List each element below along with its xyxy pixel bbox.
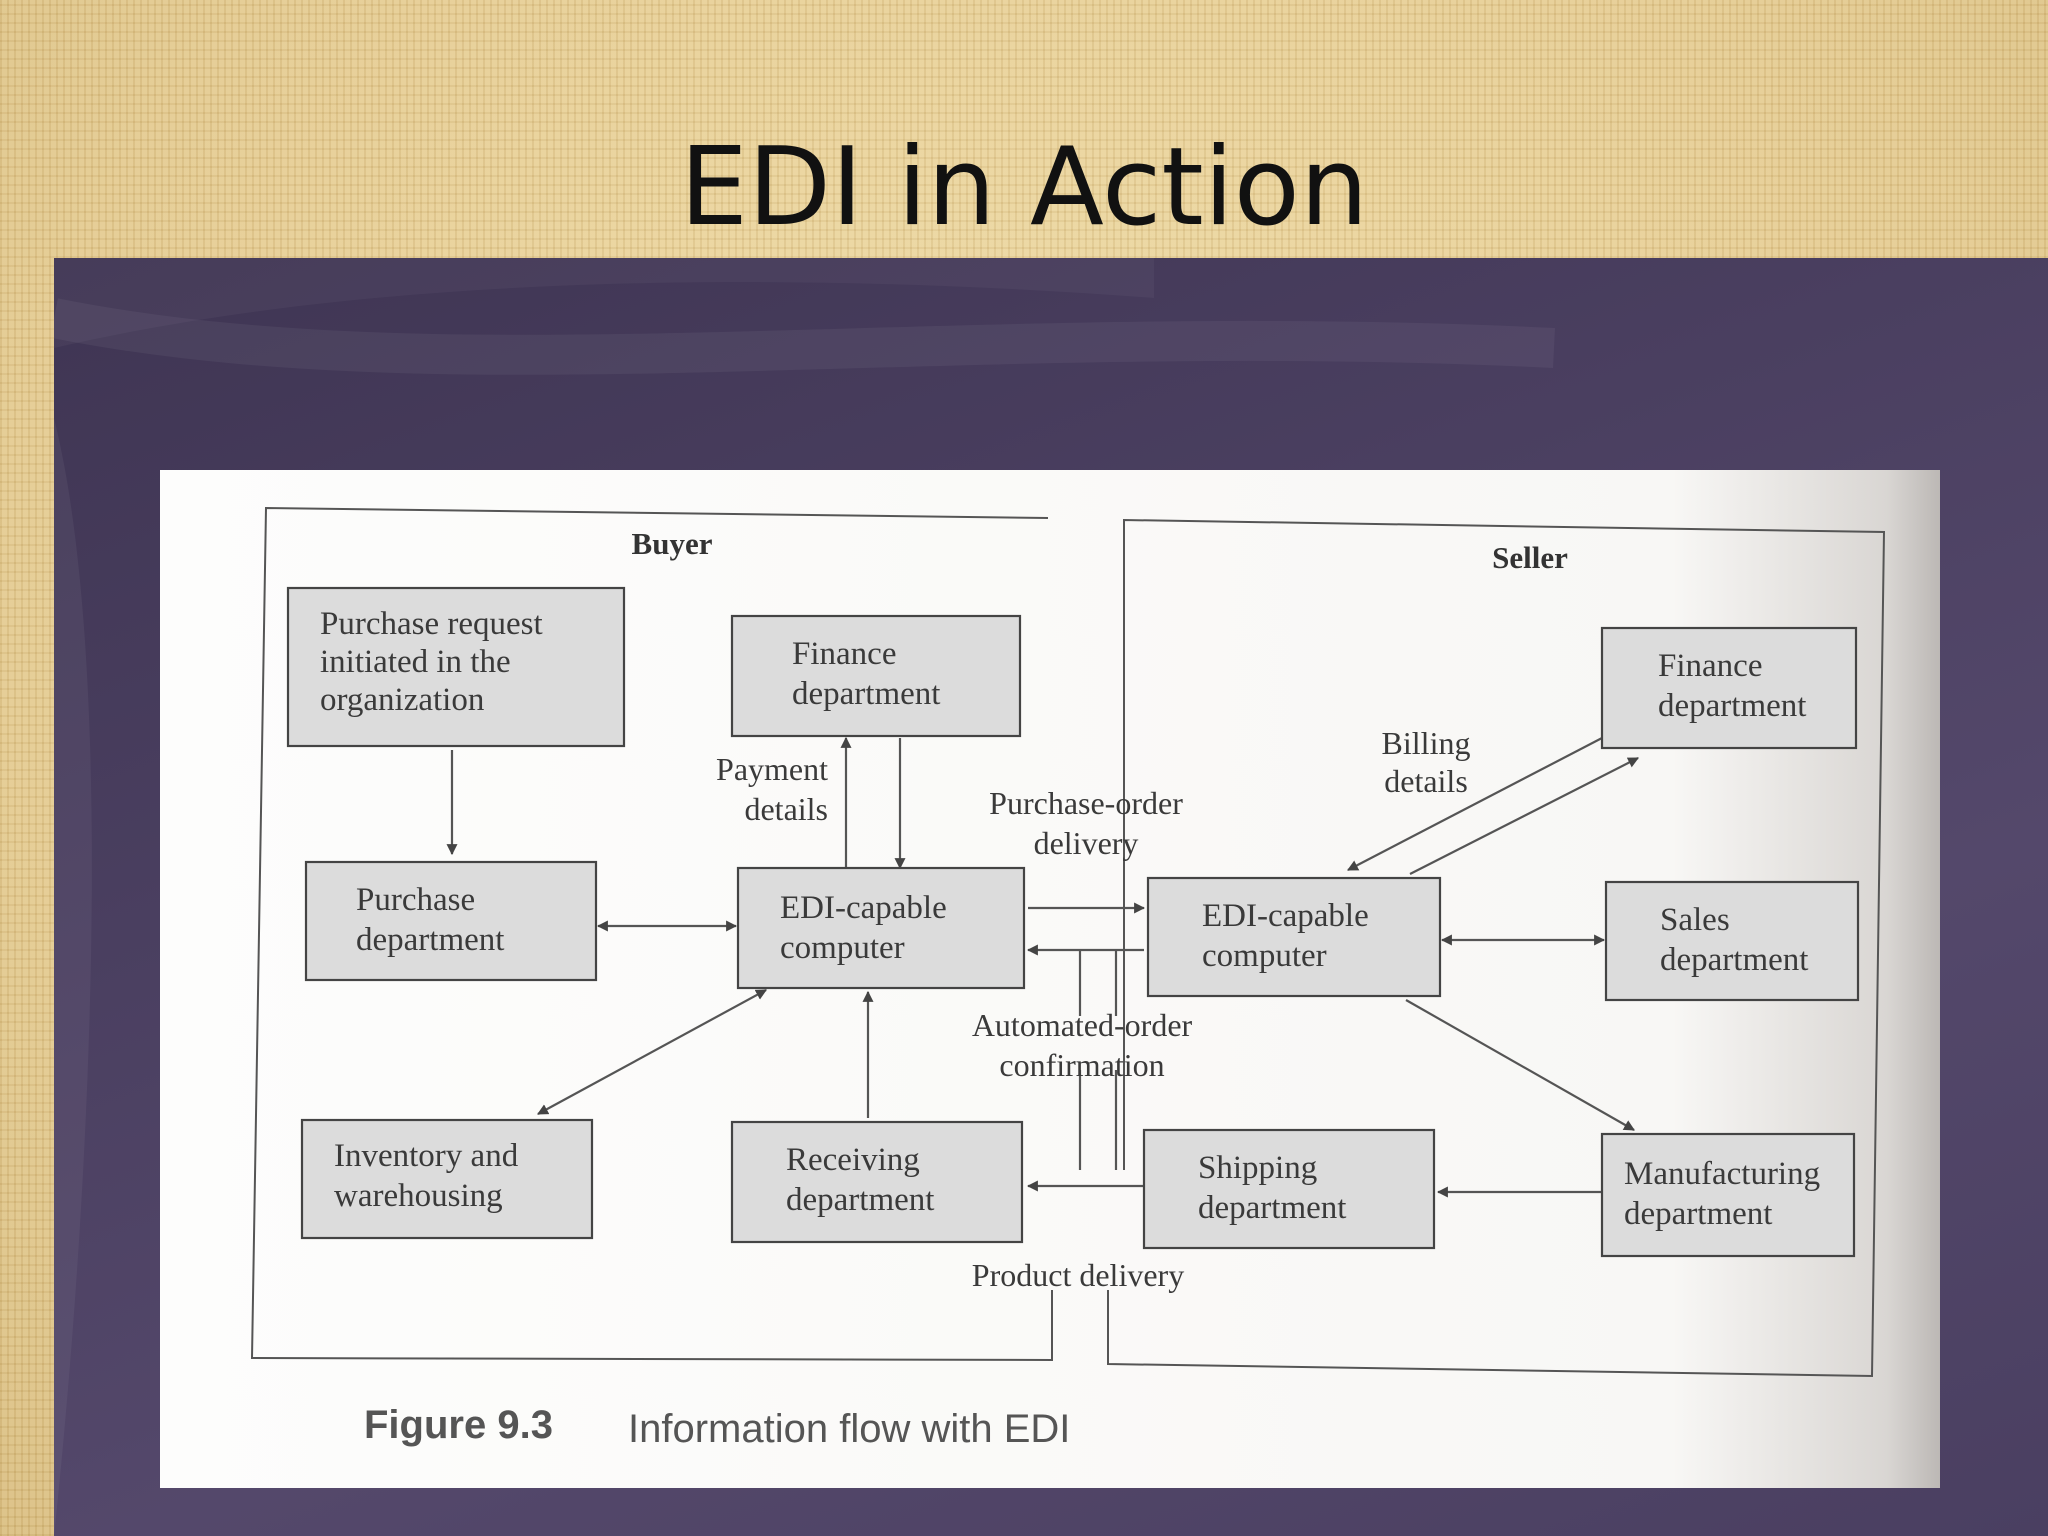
box-manufacturing-department: Manufacturing department (1600, 1132, 1856, 1258)
box-shipping-department: Shipping department (1142, 1128, 1436, 1250)
figure-photo: Buyer Seller Purchase request (160, 470, 1940, 1488)
box-seller-edi-computer: EDI-capable computer (1146, 876, 1442, 998)
edi-flow-diagram: Buyer Seller Purchase request (250, 506, 1886, 1451)
billing-details-arrow (1347, 737, 1603, 871)
svg-text:department: department (792, 676, 940, 712)
box-seller-finance: Finance department (1600, 626, 1858, 750)
svg-text:details: details (1384, 763, 1468, 799)
svg-text:department: department (1658, 688, 1806, 724)
svg-text:computer: computer (780, 930, 905, 966)
svg-text:Billing: Billing (1382, 725, 1471, 761)
slide-title: EDI in Action (679, 125, 1369, 250)
decorative-swoosh (54, 258, 1555, 1536)
box-purchase-request: Purchase request initiated in the organi… (286, 586, 626, 748)
label-purchase-order-delivery: Purchase-order delivery (989, 785, 1183, 861)
box-inventory-warehousing: Inventory and warehousing (300, 1118, 594, 1240)
svg-text:department: department (1624, 1196, 1772, 1232)
svg-text:department: department (786, 1182, 934, 1218)
label-billing-details: Billing details (1382, 725, 1471, 799)
connectors (446, 736, 1639, 1198)
buyer-label: Buyer (632, 526, 713, 561)
svg-text:Payment: Payment (716, 751, 828, 787)
svg-text:department: department (1660, 942, 1808, 978)
svg-text:delivery: delivery (1034, 825, 1139, 861)
box-buyer-edi-computer: EDI-capable computer (736, 866, 1026, 990)
svg-text:EDI-capable: EDI-capable (780, 890, 947, 926)
svg-text:Receiving: Receiving (786, 1142, 920, 1178)
svg-text:department: department (1198, 1190, 1346, 1226)
box-receiving-department: Receiving department (730, 1120, 1024, 1244)
svg-text:Manufacturing: Manufacturing (1624, 1156, 1820, 1192)
svg-text:organization: organization (320, 682, 484, 718)
svg-text:Purchase-order: Purchase-order (989, 785, 1183, 821)
svg-text:Inventory and: Inventory and (334, 1138, 519, 1174)
seller-frame (1107, 518, 1886, 1378)
label-product-delivery: Product delivery (972, 1257, 1184, 1293)
svg-text:Purchase: Purchase (356, 882, 475, 918)
edi-to-manufacturing-arrow (1405, 999, 1635, 1131)
seller-label: Seller (1492, 540, 1568, 575)
svg-text:confirmation: confirmation (999, 1047, 1164, 1083)
box-sales-department: Sales department (1604, 880, 1860, 1002)
svg-text:Shipping: Shipping (1198, 1150, 1317, 1186)
svg-text:initiated in the: initiated in the (320, 644, 511, 680)
label-automated-order-confirmation: Automated-order confirmation (972, 1007, 1193, 1083)
svg-text:Finance: Finance (1658, 648, 1762, 684)
buyer-frame (250, 506, 1053, 1362)
svg-text:Purchase request: Purchase request (320, 606, 543, 642)
label-payment-details: Payment details (716, 751, 828, 827)
svg-text:computer: computer (1202, 938, 1327, 974)
svg-text:Automated-order: Automated-order (972, 1007, 1193, 1043)
edi-inventory-arrow (537, 989, 767, 1115)
box-buyer-finance: Finance department (730, 614, 1022, 738)
figure-caption-text: Information flow with EDI (628, 1407, 1070, 1451)
svg-text:Product delivery: Product delivery (972, 1257, 1184, 1293)
svg-text:department: department (356, 922, 504, 958)
svg-text:details: details (744, 791, 828, 827)
svg-text:Sales: Sales (1660, 902, 1730, 938)
edi-to-seller-finance-arrow (1409, 757, 1639, 875)
figure-caption-number: Figure 9.3 (364, 1403, 553, 1447)
svg-text:warehousing: warehousing (334, 1178, 503, 1214)
svg-text:EDI-capable: EDI-capable (1202, 898, 1369, 934)
box-purchase-department: Purchase department (304, 860, 598, 982)
svg-text:Finance: Finance (792, 636, 896, 672)
